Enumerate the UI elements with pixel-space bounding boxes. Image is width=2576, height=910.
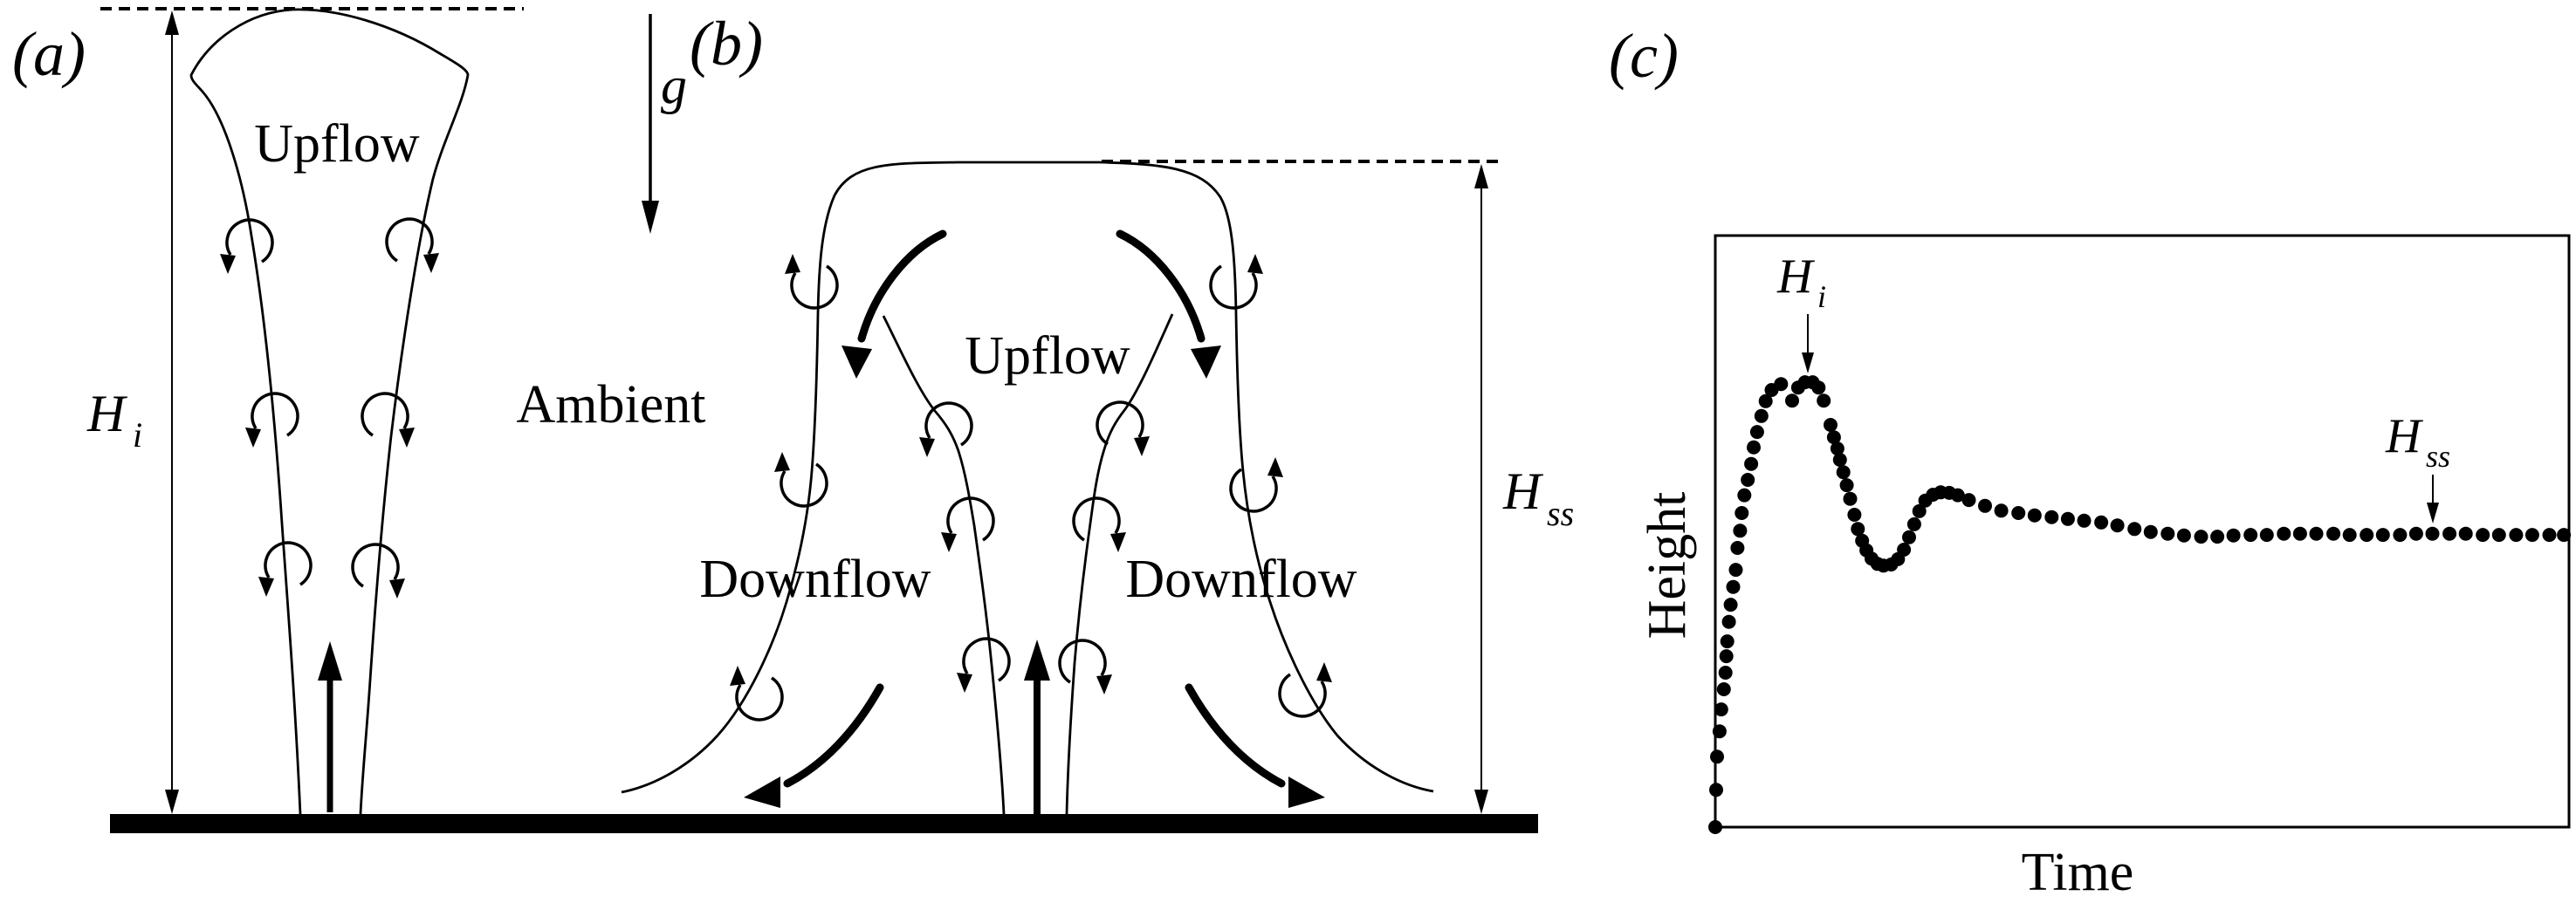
panel-b: (b) g Ambient Upflow Downflow Downflow <box>517 9 1574 815</box>
eddy-icon <box>939 496 995 554</box>
fountain-inner-left-b <box>882 315 1006 815</box>
downflow-arrow-left <box>841 229 947 379</box>
outflow-arrow-left <box>744 683 884 808</box>
hss-annotation-symbol: H <box>2385 409 2423 463</box>
hss-label: H ss <box>1502 462 1574 533</box>
source-jet-arrow-b <box>1024 640 1050 814</box>
hss-measure-arrow <box>1474 164 1488 814</box>
height-axis-label: Height <box>1638 492 1697 640</box>
ground-line <box>110 814 1538 833</box>
outflow-arrow-right <box>1185 683 1325 808</box>
eddy-icon <box>955 637 1011 694</box>
hss-subscript: ss <box>1547 494 1574 533</box>
hss-annotation-subscript: ss <box>2426 439 2450 474</box>
hi-measure-arrow <box>165 10 179 814</box>
panel-a-label: (a) <box>12 19 86 89</box>
eddy-icon <box>728 664 784 722</box>
hi-label: H i <box>86 385 142 455</box>
downflow-right-label: Downflow <box>1125 550 1357 609</box>
eddy-icon <box>385 217 441 275</box>
source-jet-arrow-a <box>318 641 342 812</box>
hss-annotation: H ss <box>2385 409 2450 523</box>
panel-c-label: (c) <box>1609 21 1679 91</box>
eddy-icon <box>1058 639 1114 696</box>
hi-symbol: H <box>86 385 128 442</box>
panel-b-label: (b) <box>690 9 763 79</box>
downflow-arrow-right <box>1116 229 1221 379</box>
eddy-icon <box>218 218 274 276</box>
eddy-icon <box>783 252 839 310</box>
gravity-label: g <box>661 57 687 114</box>
fountain-inner-right-b <box>1065 313 1174 815</box>
plot-box <box>1714 234 2571 829</box>
hi-annotation-subscript: i <box>1817 279 1826 314</box>
fountain-outline-a <box>189 8 470 815</box>
panel-c: (c) Height Time H i H ss <box>1609 21 2572 902</box>
time-axis-label: Time <box>2022 843 2134 902</box>
upflow-b-label: Upflow <box>965 326 1130 386</box>
hi-annotation-symbol: H <box>1776 250 1815 304</box>
eddy-icon <box>1072 496 1128 554</box>
eddy-icon <box>361 392 416 449</box>
fountain-outer-b <box>621 161 1434 794</box>
hss-symbol: H <box>1502 462 1544 520</box>
upflow-a-label: Upflow <box>254 114 420 174</box>
eddy-icon <box>773 450 828 508</box>
hi-subscript: i <box>133 415 142 455</box>
height-vs-time-scatter <box>1708 375 2572 834</box>
hi-annotation: H i <box>1776 250 1826 373</box>
panel-a: (a) H i Upflow <box>12 7 524 815</box>
eddy-icon <box>917 401 973 459</box>
ambient-label: Ambient <box>517 375 706 434</box>
gravity-arrow <box>642 14 659 234</box>
eddy-icon <box>1229 455 1285 513</box>
downflow-left-label: Downflow <box>699 550 931 609</box>
